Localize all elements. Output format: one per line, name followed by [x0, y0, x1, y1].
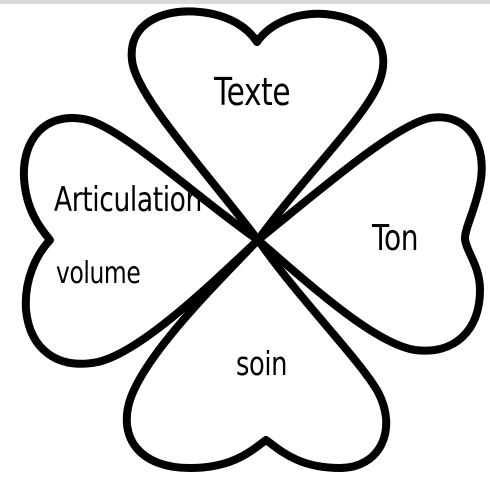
petal-label-bottom: soin: [236, 344, 287, 383]
petal-label-top: Texte: [214, 70, 290, 114]
petal-label-right: Ton: [372, 218, 418, 259]
petal-label-left-line1: Articulation: [54, 180, 202, 220]
petal-label-left-line2: volume: [56, 256, 140, 291]
